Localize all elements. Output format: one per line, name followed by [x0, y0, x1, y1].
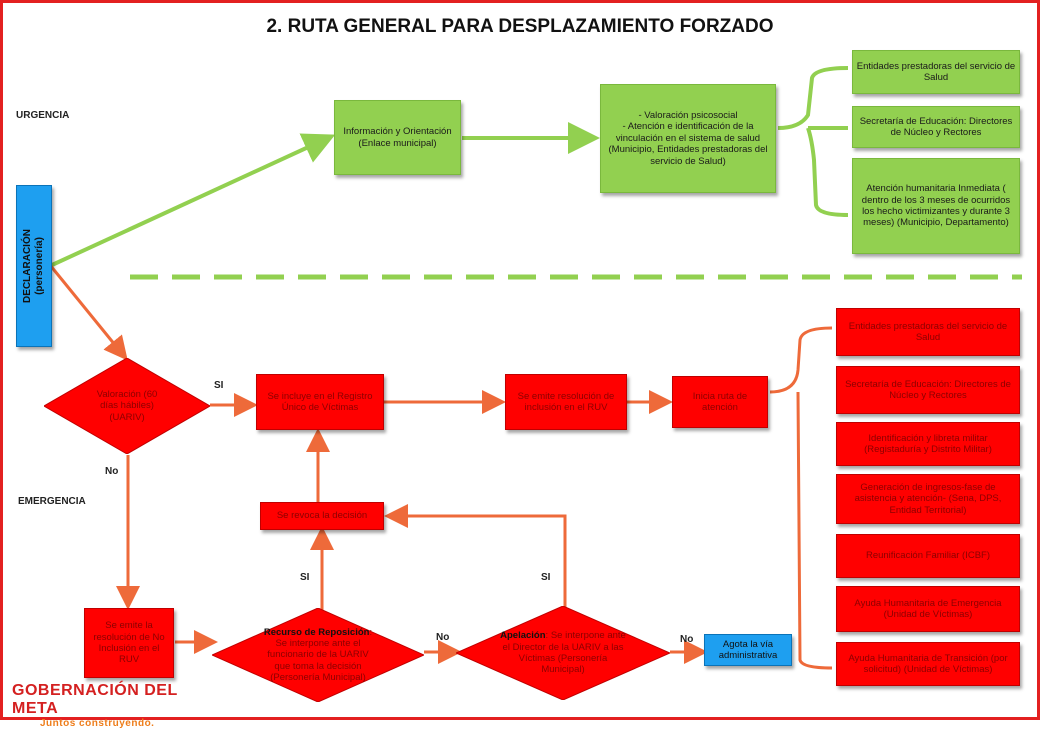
reunificacion-box: Reunificación Familiar (ICBF) — [836, 534, 1020, 578]
urg-educacion-box: Secretaría de Educación: Directores de N… — [852, 106, 1020, 148]
brace-urgencia — [777, 66, 849, 217]
arrow-declaracion-info — [51, 133, 336, 267]
valoracion-psicosocial-box: - Valoración psicosocial - Atención e id… — [600, 84, 776, 193]
brace-emergencia — [769, 326, 833, 670]
apelacion-text: : Se interpone ante el Director de la UA… — [502, 630, 626, 676]
reposicion-text: : Se interpone ante el funcionario de la… — [267, 626, 373, 684]
arrow-declaracion-valoracion — [48, 264, 128, 361]
em-educacion-box: Secretaría de Educación: Directores de N… — [836, 366, 1020, 414]
declaracion-subtitle: (personería) — [34, 237, 45, 295]
apelacion-title: Apelación — [500, 630, 546, 642]
arrow-apelacion-revoca — [384, 504, 567, 608]
declaracion-title: DECLARACIÓN — [22, 229, 33, 303]
reposicion-diamond: Recurso de Reposición: Se interpone ante… — [212, 608, 424, 702]
label-si-valoracion: SI — [214, 380, 224, 391]
logo-title: GOBERNACIÓN DEL META — [12, 682, 178, 717]
em-salud-box: Entidades prestadoras del servicio de Sa… — [836, 308, 1020, 356]
gobernacion-logo: GOBERNACIÓN DEL META Juntos construyendo… — [12, 682, 192, 729]
valoracion-diamond-text: Valoración (60 días hábiles) (UARIV) — [96, 388, 158, 423]
identificacion-box: Identificación y libreta militar (Regist… — [836, 422, 1020, 466]
valoracion-diamond: Valoración (60 días hábiles) (UARIV) — [44, 358, 210, 454]
incluye-ruv-box: Se incluye en el Registro Único de Vícti… — [256, 374, 384, 430]
reposicion-title: Recurso de Reposición — [263, 626, 370, 638]
ingresos-box: Generación de ingresos-fase de asistenci… — [836, 474, 1020, 524]
urg-salud-box: Entidades prestadoras del servicio de Sa… — [852, 50, 1020, 94]
label-si-apelacion: SI — [541, 572, 551, 583]
revoca-decision-box: Se revoca la decisión — [260, 502, 384, 530]
page-title: 2. RUTA GENERAL PARA DESPLAZAMIENTO FORZ… — [266, 16, 774, 37]
inicia-ruta-box: Inicia ruta de atención — [672, 376, 768, 428]
agota-via-box: Agota la vía administrativa — [704, 634, 792, 666]
no-inclusion-box: Se emite la resolución de No Inclusión e… — [84, 608, 174, 678]
label-no-valoracion: No — [105, 466, 119, 477]
apelacion-diamond: Apelación: Se interpone ante el Director… — [456, 606, 670, 700]
label-emergencia: EMERGENCIA — [18, 496, 86, 507]
label-urgencia: URGENCIA — [16, 110, 70, 121]
info-orientacion-box: Información y Orientación (Enlace munici… — [334, 100, 461, 175]
label-si-reposicion: SI — [300, 572, 310, 583]
declaracion-box: DECLARACIÓN(personería) — [16, 185, 52, 347]
ayuda-transicion-box: Ayuda Humanitaria de Transición (por sol… — [836, 642, 1020, 686]
urg-humanitaria-box: Atención humanitaria Inmediata ( dentro … — [852, 158, 1020, 254]
label-no-apelacion: No — [680, 634, 694, 645]
resolucion-inclusion-box: Se emite resolución de inclusión en el R… — [505, 374, 627, 430]
label-no-reposicion: No — [436, 632, 450, 643]
ayuda-emergencia-box: Ayuda Humanitaria de Emergencia (Unidad … — [836, 586, 1020, 632]
